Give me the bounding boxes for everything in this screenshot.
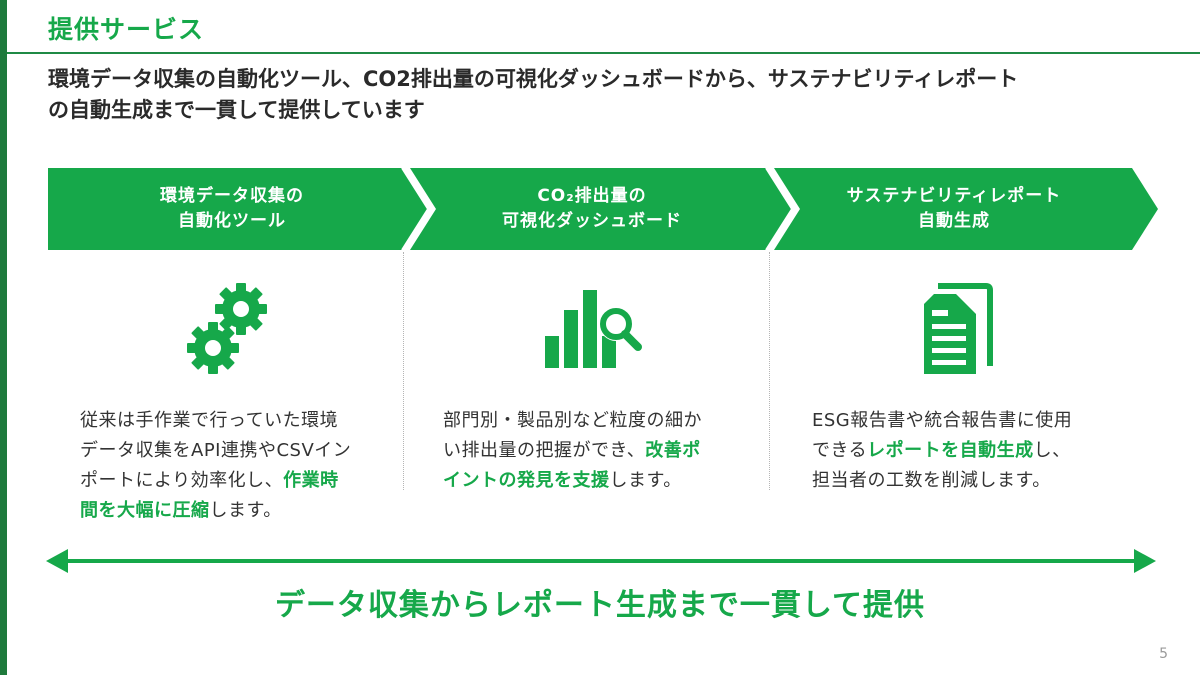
- service-3-description: ESG報告書や統合報告書に使用 できるレポートを自動生成し、 担当者の工数を削減…: [812, 410, 1073, 491]
- document-icon: [924, 283, 993, 374]
- left-accent-bar: [0, 0, 7, 675]
- title-underline: [7, 52, 1200, 54]
- service-1-description: 従来は手作業で行っていた環境 データ収集をAPI連携やCSVイン ポートにより効…: [80, 410, 352, 521]
- chevron-1: [48, 168, 428, 250]
- service-1-title: 環境データ収集の 自動化ツール: [160, 186, 304, 231]
- chevron-2: [410, 168, 792, 250]
- service-2-title: CO₂排出量の 可視化ダッシュボード: [502, 186, 682, 231]
- process-chevrons: [48, 168, 1158, 250]
- slide-title: 提供サービス: [48, 15, 205, 44]
- service-3-title: サステナビリティレポート 自動生成: [846, 186, 1062, 231]
- double-arrow-icon: [46, 549, 1156, 573]
- lead-text: 環境データ収集の自動化ツール、CO2排出量の可視化ダッシュボードから、サステナビ…: [48, 64, 1168, 126]
- page-number: 5: [1159, 646, 1168, 662]
- summary-message: データ収集からレポート生成まで一貫して提供: [274, 588, 926, 623]
- gears-icon: [187, 283, 267, 374]
- chevron-3: [774, 168, 1158, 250]
- lead-line-2: の自動生成まで一貫して提供しています: [48, 98, 425, 122]
- service-2-description: 部門別・製品別など粒度の細か い排出量の把握ができ、改善ポ イントの発見を支援し…: [443, 410, 702, 491]
- bar-chart-search-icon: [545, 290, 642, 368]
- column-divider: [403, 252, 404, 490]
- column-divider: [769, 252, 770, 490]
- lead-line-1: 環境データ収集の自動化ツール、CO2排出量の可視化ダッシュボードから、サステナビ…: [48, 67, 1019, 91]
